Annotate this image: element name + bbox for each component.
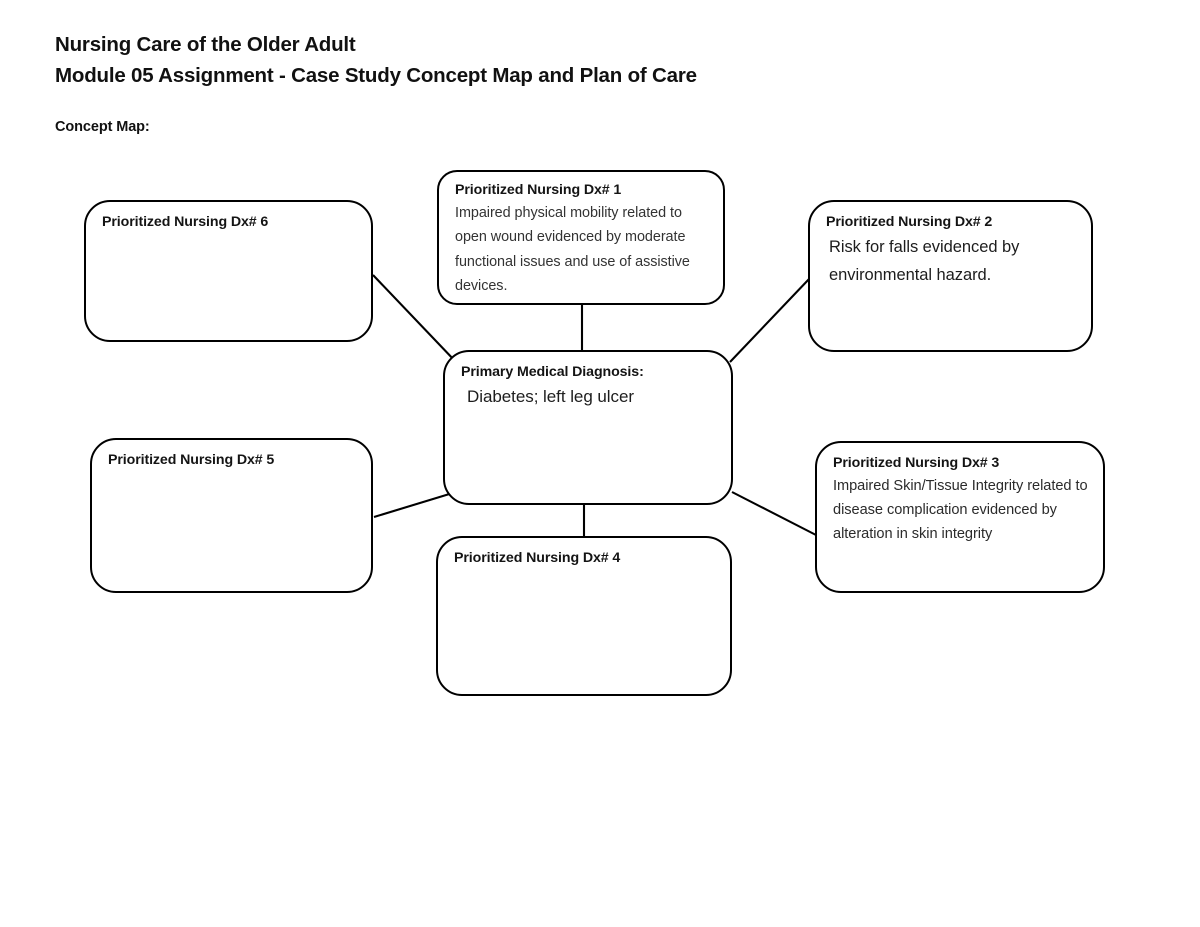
concept-node-dx3[interactable]: Prioritized Nursing Dx# 3 Impaired Skin/… xyxy=(815,441,1105,593)
connector-center-to-dx2 xyxy=(729,277,811,363)
concept-node-dx4-title: Prioritized Nursing Dx# 4 xyxy=(454,550,621,566)
concept-node-dx2-title: Prioritized Nursing Dx# 2 xyxy=(826,214,993,230)
course-title: Nursing Care of the Older Adult xyxy=(55,33,356,56)
concept-node-dx1-title: Prioritized Nursing Dx# 1 xyxy=(455,182,622,198)
concept-node-primary-diagnosis[interactable]: Primary Medical Diagnosis: Diabetes; lef… xyxy=(443,350,733,505)
connector-dx5-to-center xyxy=(373,490,457,519)
assignment-title: Module 05 Assignment - Case Study Concep… xyxy=(55,64,697,87)
primary-diagnosis-body: Diabetes; left leg ulcer xyxy=(467,386,634,406)
concept-node-dx3-title: Prioritized Nursing Dx# 3 xyxy=(833,455,1000,471)
concept-node-dx6[interactable]: Prioritized Nursing Dx# 6 xyxy=(84,200,373,342)
concept-node-dx6-title: Prioritized Nursing Dx# 6 xyxy=(102,214,269,230)
concept-node-dx5-title: Prioritized Nursing Dx# 5 xyxy=(108,452,275,468)
concept-node-dx2-body: Risk for falls evidenced by environmenta… xyxy=(829,237,1020,284)
concept-node-dx1[interactable]: Prioritized Nursing Dx# 1 Impaired physi… xyxy=(437,170,725,305)
concept-node-dx5[interactable]: Prioritized Nursing Dx# 5 xyxy=(90,438,373,593)
section-label-concept-map: Concept Map: xyxy=(55,119,150,135)
concept-node-dx4[interactable]: Prioritized Nursing Dx# 4 xyxy=(436,536,732,696)
concept-node-dx2[interactable]: Prioritized Nursing Dx# 2 Risk for falls… xyxy=(808,200,1093,352)
primary-diagnosis-title: Primary Medical Diagnosis: xyxy=(461,364,644,380)
concept-node-dx1-body: Impaired physical mobility related to op… xyxy=(455,204,690,295)
concept-node-dx3-body: Impaired Skin/Tissue Integrity related t… xyxy=(833,477,1088,543)
connector-center-to-dx3 xyxy=(731,491,817,536)
